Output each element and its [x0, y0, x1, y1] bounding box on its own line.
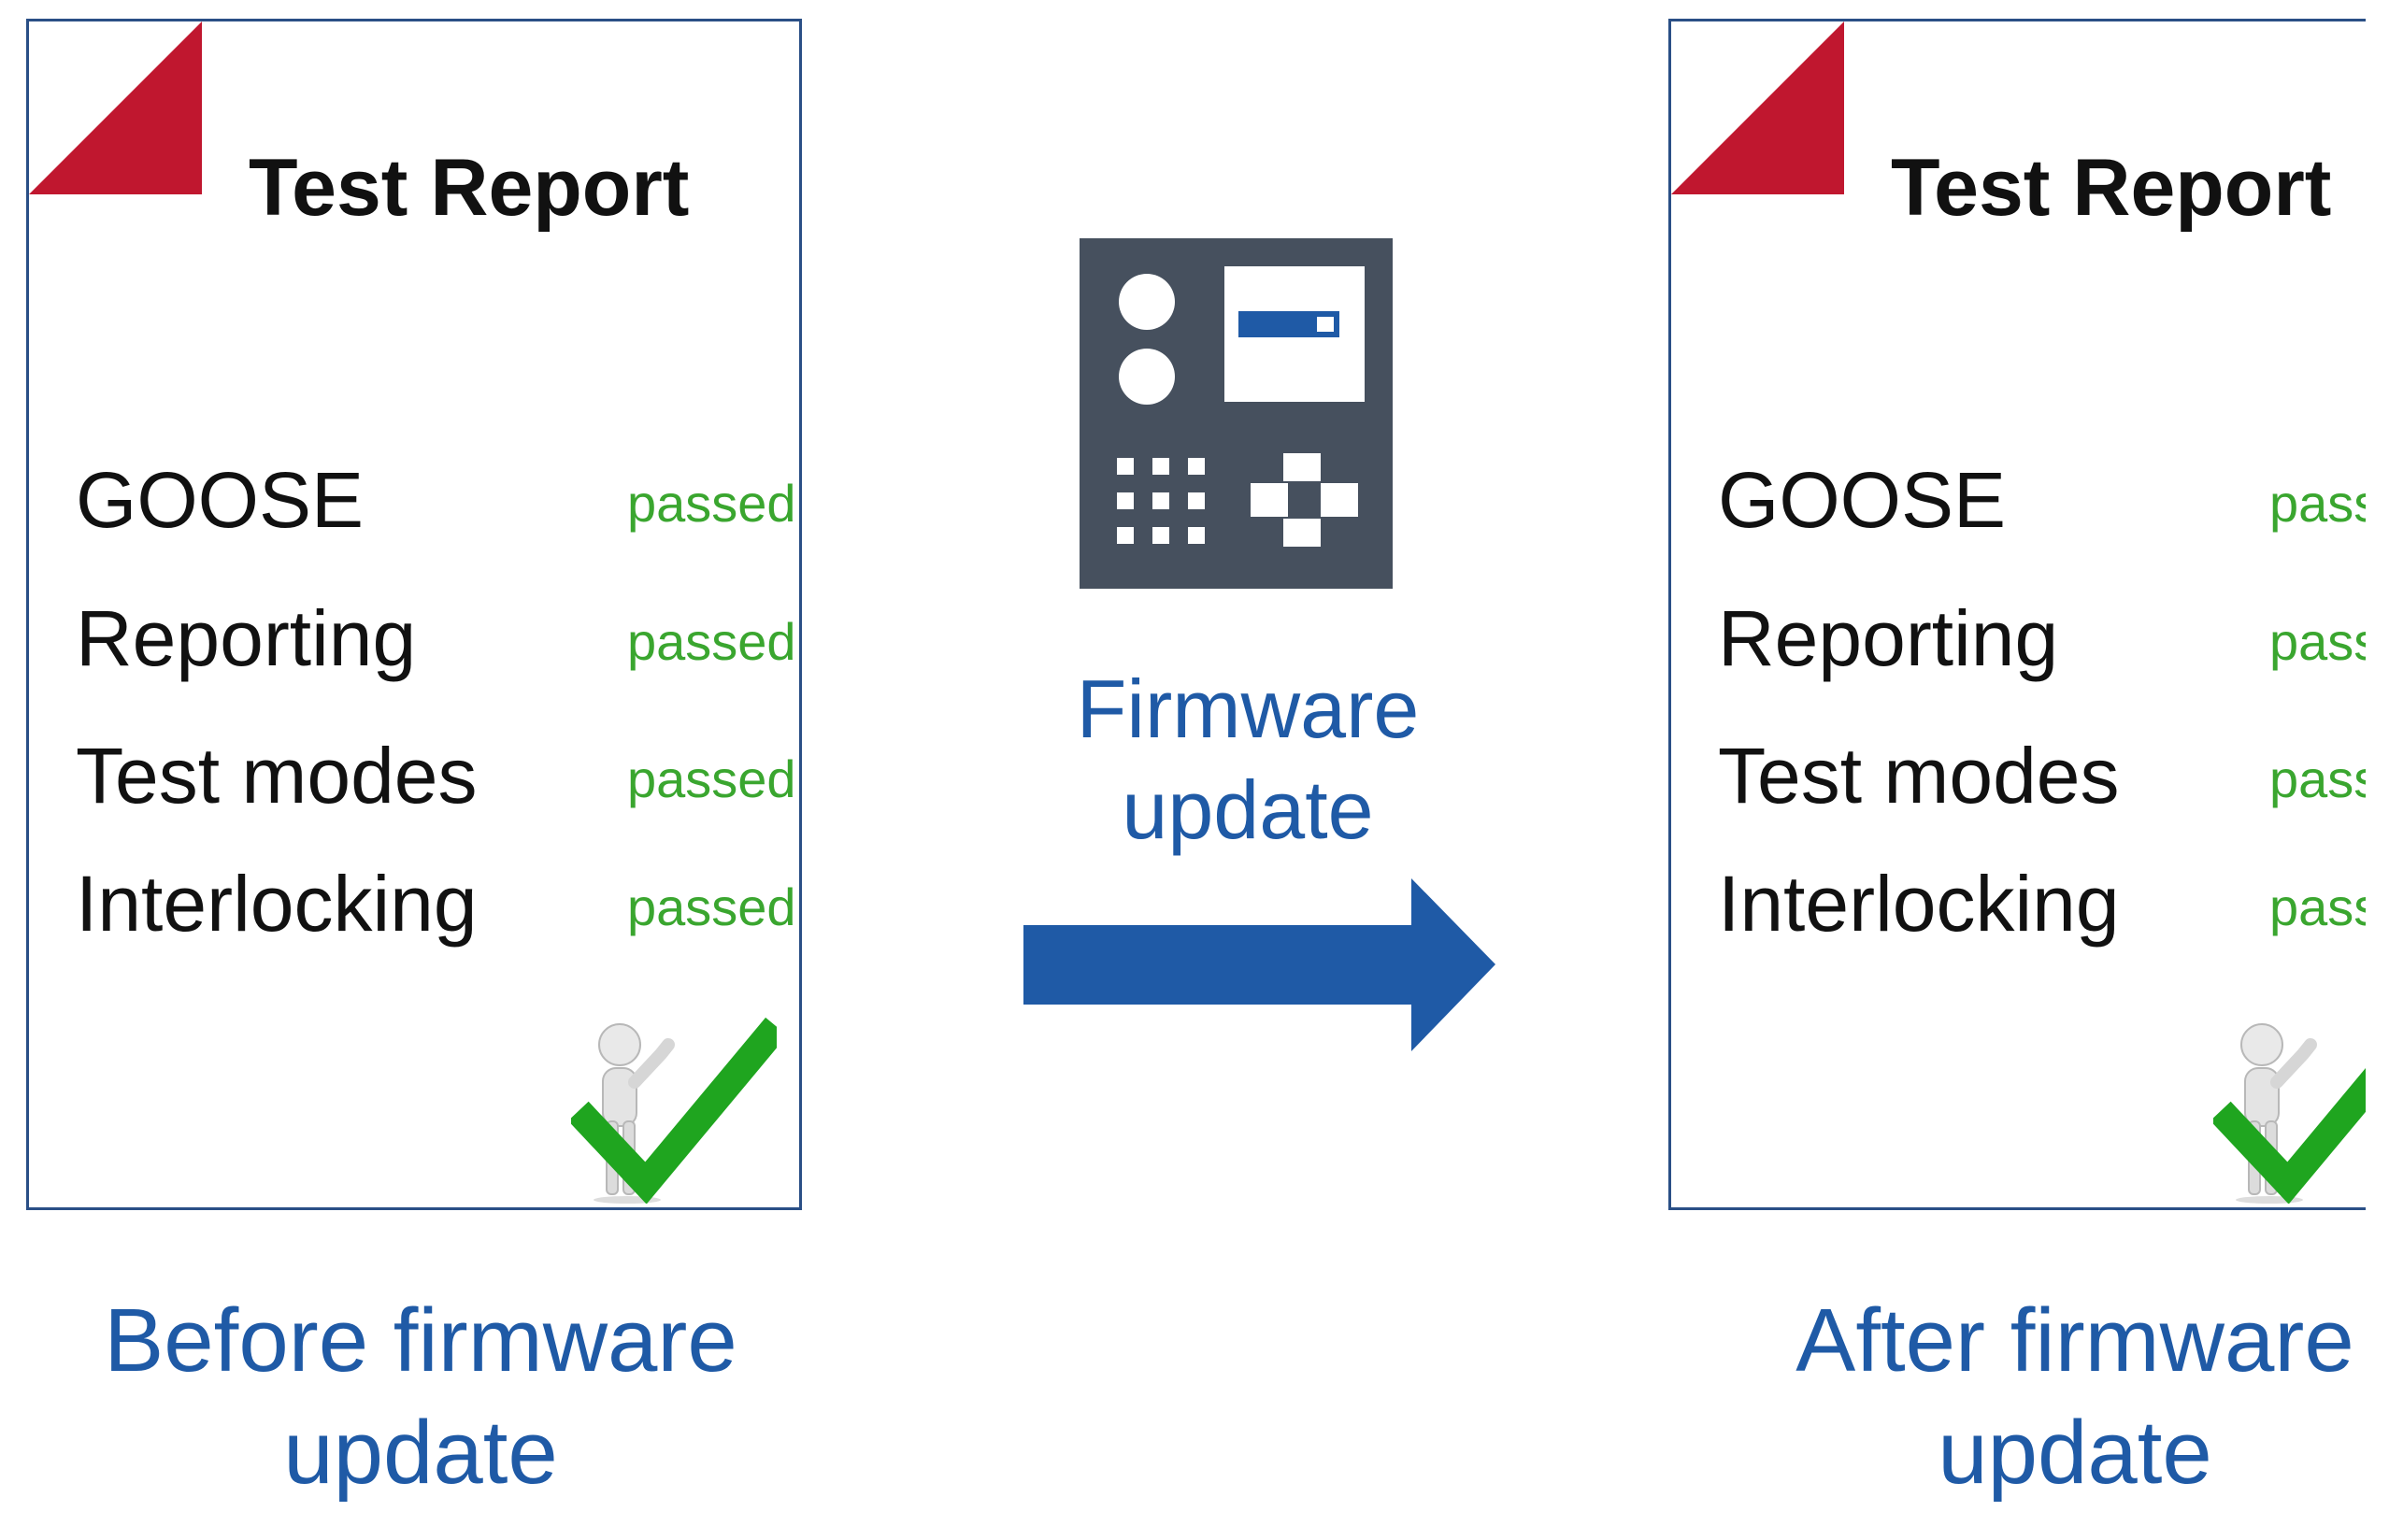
test-status: passed: [2269, 612, 2366, 671]
test-name: Interlocking: [76, 860, 478, 948]
device-icon: [1080, 238, 1393, 589]
result-row: GOOSE passed: [76, 456, 799, 563]
corner-fold-icon: [29, 21, 202, 194]
test-name: Interlocking: [1718, 860, 2120, 948]
test-status: passed: [2269, 749, 2366, 808]
test-status: passed: [627, 474, 796, 533]
result-row: Interlocking passed: [1718, 864, 2366, 967]
test-status: passed: [2269, 474, 2366, 533]
test-status: passed: [627, 612, 796, 671]
person-checkmark-icon: [571, 1017, 777, 1204]
test-status: passed: [627, 877, 796, 936]
firmware-update-label: Firmware update: [1076, 663, 1420, 856]
test-report-before: Test Report GOOSE passed Reporting passe…: [26, 19, 802, 1210]
result-row: GOOSE passed: [1718, 461, 2366, 563]
test-status: passed: [2269, 877, 2366, 936]
test-name: GOOSE: [76, 456, 365, 544]
caption-before: Before firmware update: [104, 1290, 737, 1503]
test-name: Reporting: [76, 594, 417, 682]
test-name: Test modes: [76, 732, 478, 820]
arrow-right-icon: [1023, 878, 1495, 1051]
test-name: Test modes: [1718, 732, 2120, 820]
result-row: Reporting passed: [76, 594, 799, 702]
result-row: Interlocking passed: [76, 860, 799, 967]
test-report-after: Test Report GOOSE passed Reporting passe…: [1668, 19, 2366, 1210]
caption-after: After firmware update: [1795, 1290, 2354, 1503]
report-title: Test Report: [249, 143, 690, 233]
report-title: Test Report: [1891, 143, 2332, 233]
result-row: Test modes passed: [76, 732, 799, 839]
test-name: GOOSE: [1718, 456, 2007, 544]
corner-fold-icon: [1671, 21, 1844, 194]
test-name: Reporting: [1718, 594, 2059, 682]
result-row: Test modes passed: [1718, 736, 2366, 839]
person-checkmark-icon: [2213, 1023, 2366, 1204]
test-status: passed: [627, 749, 796, 808]
result-row: Reporting passed: [1718, 599, 2366, 702]
